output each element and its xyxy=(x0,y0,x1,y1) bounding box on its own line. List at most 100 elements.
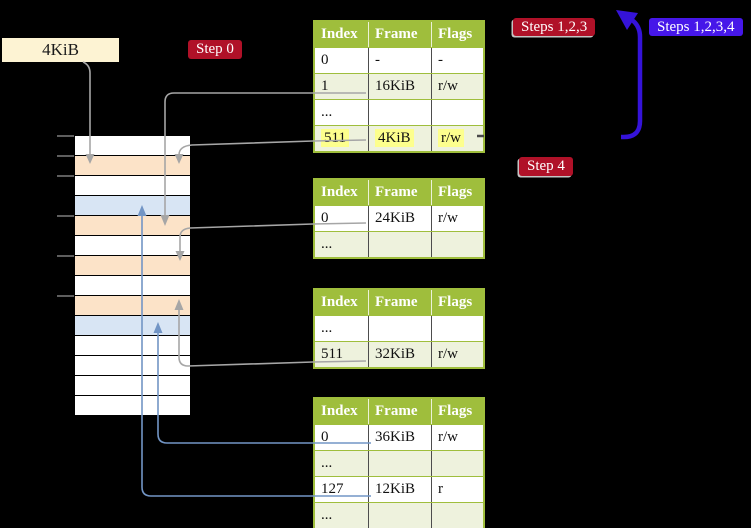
table-cell: 24KiB xyxy=(368,205,432,232)
memory-frame-row-10-blue xyxy=(75,316,190,335)
memory-frame-row-7-wheat xyxy=(75,256,190,275)
table-cell: - xyxy=(368,47,432,74)
column-header-flags: Flags xyxy=(431,289,485,316)
table-cell: r/w xyxy=(431,424,485,451)
table-cell: 36KiB xyxy=(368,424,432,451)
step4-badge: Step 4 xyxy=(519,157,573,176)
table-cell: 32KiB xyxy=(368,341,432,369)
memory-frame-row-4-blue xyxy=(75,196,190,215)
table-cell xyxy=(431,450,485,477)
table-cell: ... xyxy=(313,502,369,528)
table-cell: 511 xyxy=(313,125,369,153)
table-cell: 0 xyxy=(313,47,369,74)
steps123-badge: Steps 1,2,3 xyxy=(513,18,596,36)
cell-value: ... xyxy=(321,507,333,523)
column-header-frame: Frame xyxy=(368,398,432,425)
memory-frame-row-11-white xyxy=(75,336,190,355)
column-header-index: Index xyxy=(313,21,369,48)
table-cell xyxy=(368,315,432,342)
table-cell: ... xyxy=(313,231,369,259)
table-cell: 511 xyxy=(313,341,369,369)
memory-frame-row-6-white xyxy=(75,236,190,255)
memory-tick-marks xyxy=(57,135,74,297)
table-cell xyxy=(368,450,432,477)
cell-value: 16KiB xyxy=(375,78,416,94)
cell-value: 32KiB xyxy=(375,346,416,362)
column-header-frame: Frame xyxy=(368,289,432,316)
cell-value: 0 xyxy=(321,52,329,68)
cell-value: 0 xyxy=(321,210,329,226)
memory-frame-row-1-white xyxy=(75,136,190,155)
table-cell xyxy=(431,99,485,126)
arrow-steps-loop xyxy=(616,10,643,140)
table-row: ... xyxy=(313,450,485,477)
column-header-frame: Frame xyxy=(368,21,432,48)
table-cell xyxy=(431,231,485,259)
cell-value: r/w xyxy=(438,78,458,94)
physical-memory-column xyxy=(75,136,190,416)
table-cell: ... xyxy=(313,99,369,126)
table-cell xyxy=(431,315,485,342)
cell-value: ... xyxy=(321,104,333,120)
column-header-flags: Flags xyxy=(431,21,485,48)
table-cell: r/w xyxy=(431,341,485,369)
table-cell: ... xyxy=(313,450,369,477)
table-row: 0 - - xyxy=(313,47,485,74)
cell-value: 24KiB xyxy=(375,210,416,226)
table-cell xyxy=(368,502,432,528)
table-row: ... xyxy=(313,231,485,259)
table-cell: 16KiB xyxy=(368,73,432,100)
table-cell: 12KiB xyxy=(368,476,432,503)
table-cell: r/w xyxy=(431,205,485,232)
table-cell: - xyxy=(431,47,485,74)
cell-value: r xyxy=(438,481,443,497)
memory-frame-row-12-white xyxy=(75,356,190,375)
table-row: ... xyxy=(313,502,485,528)
memory-frame-row-14-white xyxy=(75,396,190,415)
highlighted-cell-value: r/w xyxy=(438,129,464,147)
table-row: ... xyxy=(313,99,485,126)
table-row: 1 16KiB r/w xyxy=(313,73,485,100)
table-row: ... xyxy=(313,315,485,342)
cell-value: r/w xyxy=(438,210,458,226)
table-cell: 0 xyxy=(313,205,369,232)
cell-value: - xyxy=(375,52,380,68)
table-cell: 4KiB xyxy=(368,125,432,153)
table-cell xyxy=(431,502,485,528)
memory-frame-row-5-wheat xyxy=(75,216,190,235)
table-cell xyxy=(368,99,432,126)
cell-value: ... xyxy=(321,236,333,252)
page-size-label: 4KiB xyxy=(42,40,79,59)
table-row: 0 24KiB r/w xyxy=(313,205,485,232)
memory-frame-row-13-white xyxy=(75,376,190,395)
column-header-flags: Flags xyxy=(431,398,485,425)
cell-value: 511 xyxy=(321,346,343,362)
table-cell: 127 xyxy=(313,476,369,503)
memory-frame-row-3-white xyxy=(75,176,190,195)
cell-value: 36KiB xyxy=(375,429,416,445)
cell-value: ... xyxy=(321,455,333,471)
page-size-label-box: 4KiB xyxy=(2,38,119,62)
table-cell: ... xyxy=(313,315,369,342)
table-cell: r/w xyxy=(431,125,485,153)
steps1234-badge: Steps 1,2,3,4 xyxy=(649,18,743,36)
table-cell: 1 xyxy=(313,73,369,100)
step0-badge: Step 0 xyxy=(188,40,242,59)
table-row: 511 4KiB r/w xyxy=(313,125,485,153)
memory-frame-row-8-white xyxy=(75,276,190,295)
column-header-frame: Frame xyxy=(368,179,432,206)
memory-frame-row-9-wheat xyxy=(75,296,190,315)
highlighted-cell-value: 4KiB xyxy=(375,129,414,147)
cell-value: - xyxy=(438,52,443,68)
